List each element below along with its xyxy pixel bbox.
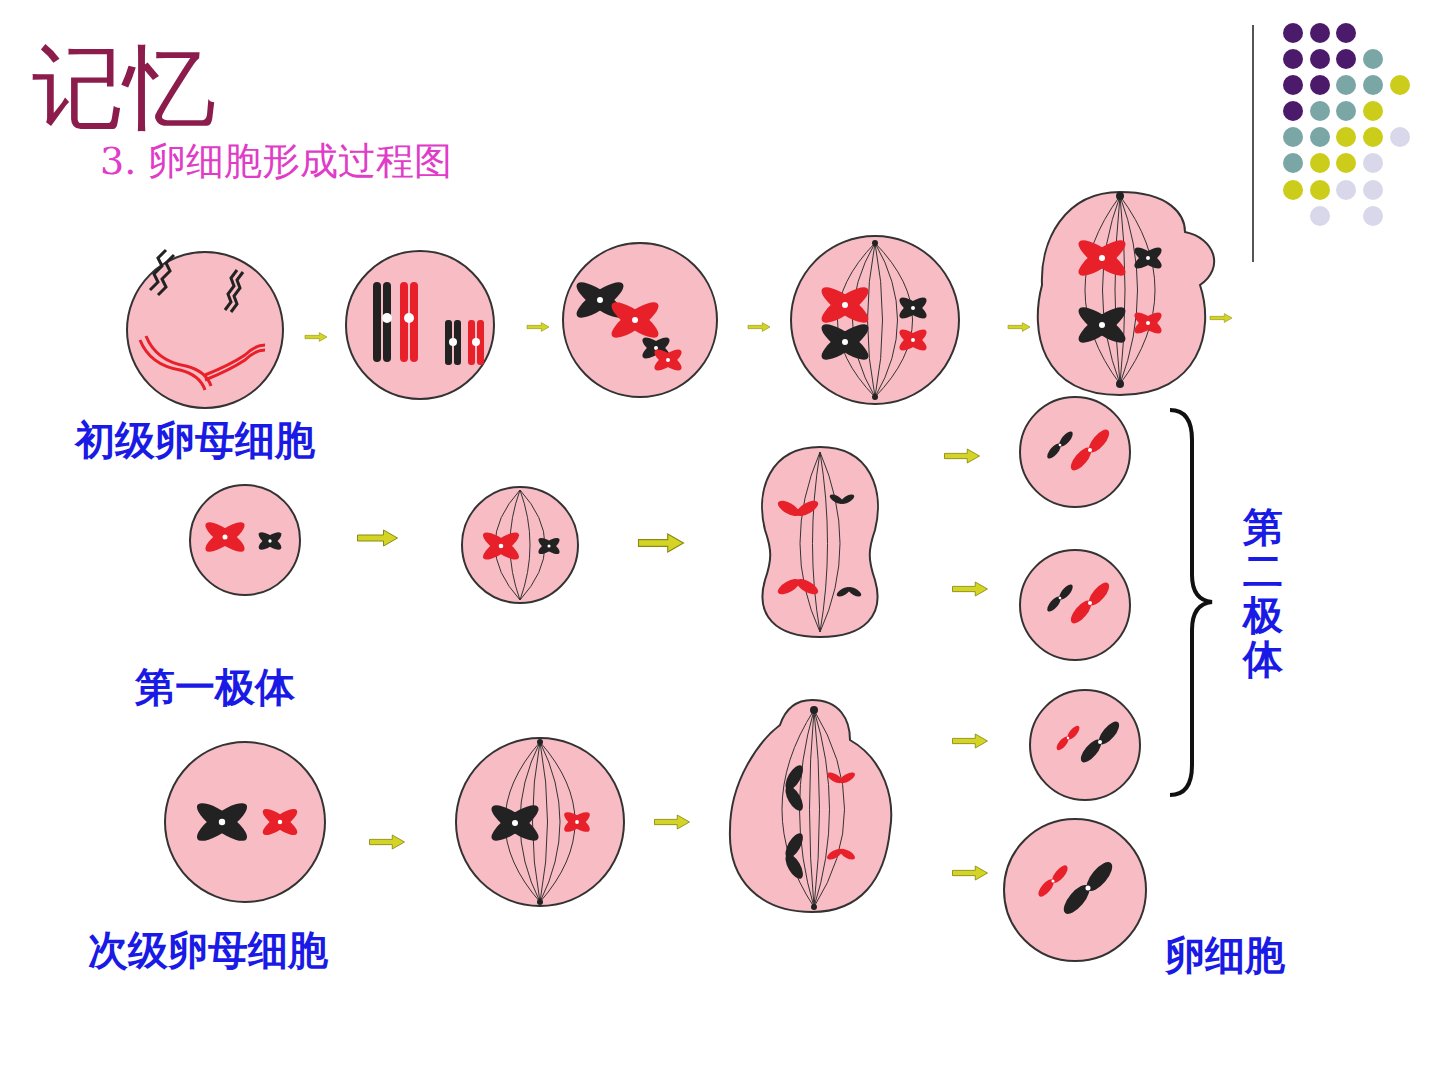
chromosomes xyxy=(140,235,1165,918)
vertical-cell-label: 第二极体 xyxy=(1243,505,1283,681)
cell-label: 卵细胞 xyxy=(1165,935,1285,975)
subtitle: 3. 卵细胞形成过程图 xyxy=(100,142,452,180)
spindle-poles xyxy=(537,192,1124,910)
brace xyxy=(1170,410,1212,795)
cell-label: 第一极体 xyxy=(135,667,295,707)
cell-label: 次级卵母细胞 xyxy=(88,930,328,970)
dot-decoration xyxy=(1283,23,1410,226)
process-arrows xyxy=(305,314,1232,880)
cells xyxy=(127,192,1214,961)
slide-title: 记忆 xyxy=(32,42,216,134)
divider-line xyxy=(1252,25,1254,262)
spindle-fibers xyxy=(495,196,1155,907)
cell-label: 初级卵母细胞 xyxy=(75,420,315,460)
